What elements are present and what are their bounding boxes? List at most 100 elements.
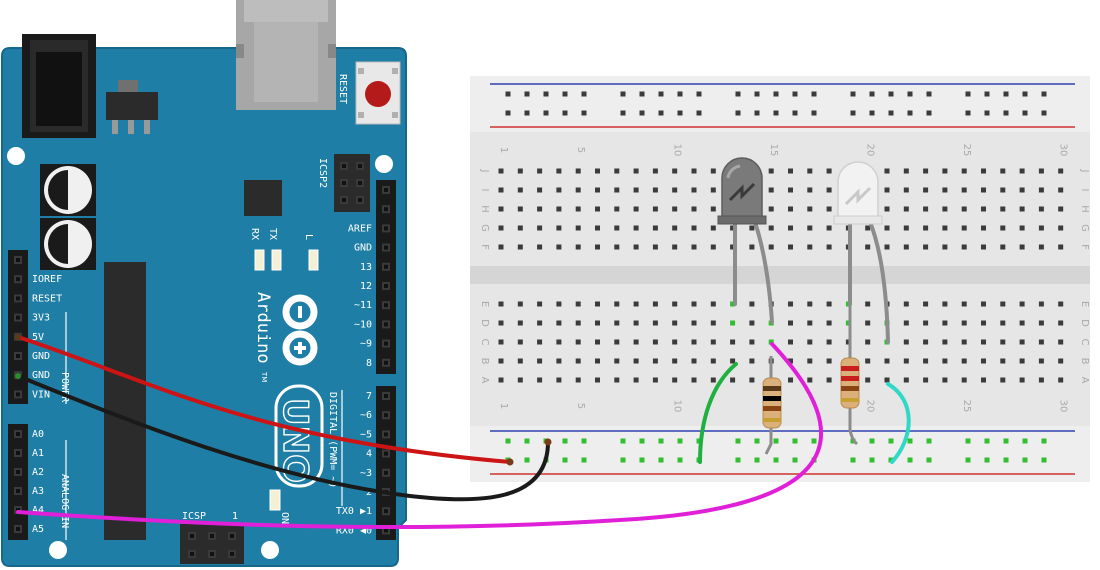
- breadboard-hole: [807, 206, 813, 212]
- breadboard-hole: [942, 339, 948, 345]
- breadboard-hole: [691, 187, 697, 193]
- breadboard-hole: [672, 339, 678, 345]
- breadboard-hole: [672, 377, 678, 383]
- breadboard-hole: [517, 358, 523, 364]
- breadboard-hole: [710, 225, 716, 231]
- rail-hole: [505, 91, 511, 97]
- rail-hole: [773, 110, 779, 116]
- mounting-hole: [261, 541, 279, 559]
- breadboard-hole: [981, 168, 986, 174]
- breadboard-hole: [942, 301, 948, 307]
- breadboard-hole: [1038, 244, 1044, 250]
- breadboard-hole: [903, 301, 909, 307]
- rail-hole: [639, 438, 645, 444]
- breadboard-hole: [788, 358, 793, 364]
- breadboard-hole: [826, 339, 832, 345]
- breadboard-hole: [807, 301, 813, 307]
- breadboard-hole: [903, 187, 909, 193]
- rail-hole: [1022, 91, 1028, 97]
- breadboard-hole: [826, 244, 832, 250]
- breadboard-hole: [672, 187, 678, 193]
- digital-pin-label: 13: [360, 262, 372, 273]
- breadboard-hole: [633, 377, 639, 383]
- breadboard-hole: [865, 377, 871, 383]
- breadboard-hole: [575, 187, 581, 193]
- rail-hole: [1003, 438, 1009, 444]
- breadboard-hole: [788, 225, 793, 231]
- digital-pin-label: 8: [366, 358, 372, 369]
- dc-power-jack: [22, 34, 96, 138]
- rail-hole: [907, 438, 913, 444]
- breadboard-hole: [633, 168, 639, 174]
- rail-hole: [696, 91, 702, 97]
- rail-hole: [620, 110, 626, 116]
- digital-pin-label: ~9: [360, 339, 372, 350]
- rail-hole: [926, 457, 932, 463]
- row-label: G: [479, 224, 490, 232]
- power-pin-socket: [16, 296, 20, 301]
- breadboard-hole: [633, 225, 639, 231]
- rail-hole: [639, 110, 645, 116]
- breadboard-hole: [884, 206, 890, 212]
- breadboard-hole: [981, 339, 986, 345]
- breadboard-hole: [633, 206, 639, 212]
- digital-pin-label: ~6: [360, 410, 372, 421]
- breadboard-hole: [942, 168, 948, 174]
- breadboard-hole: [691, 301, 697, 307]
- breadboard-hole: [788, 301, 793, 307]
- icsp-pin1-label: 1: [232, 511, 238, 522]
- breadboard-hole: [1038, 187, 1044, 193]
- rail-hole: [1022, 438, 1028, 444]
- digital-header-label: DIGITAL (PWM= ~): [327, 392, 338, 488]
- breadboard-hole: [1058, 244, 1064, 250]
- power-pin-label: GND: [32, 351, 50, 362]
- breadboard-hole: [730, 358, 736, 364]
- breadboard-hole: [1019, 225, 1025, 231]
- breadboard-hole: [749, 358, 755, 364]
- voltage-regulator: [106, 80, 158, 134]
- breadboard-hole: [788, 339, 793, 345]
- rail-hole: [1041, 438, 1047, 444]
- breadboard-hole: [537, 225, 543, 231]
- breadboard-hole: [961, 244, 967, 250]
- breadboard-labels: JJIIHHGGFFEEDDCCBBAA11551010151520202525…: [479, 144, 1090, 413]
- rail-hole: [524, 91, 530, 97]
- top-rail-area: [470, 76, 1090, 132]
- board-pcb: [1, 47, 407, 567]
- wire-end: [506, 458, 514, 466]
- grey-led: [717, 157, 767, 225]
- breadboard-hole: [498, 358, 504, 364]
- reset-button[interactable]: [355, 61, 401, 125]
- rail-hole: [581, 110, 587, 116]
- rail-hole: [620, 438, 626, 444]
- digital-pin-socket: [384, 432, 388, 437]
- breadboard-hole: [614, 206, 620, 212]
- breadboard-hole: [1038, 377, 1044, 383]
- mounting-hole: [7, 147, 25, 165]
- breadboard-hole: [981, 320, 986, 326]
- breadboard-hole: [652, 206, 658, 212]
- row-label: J: [1079, 169, 1090, 173]
- rail-hole: [639, 91, 645, 97]
- rail-hole: [965, 110, 971, 116]
- icsp-label: ICSP: [182, 511, 206, 522]
- breadboard-hole: [652, 225, 658, 231]
- breadboard-hole: [498, 187, 504, 193]
- digital-pin-socket: [384, 451, 388, 456]
- breadboard-hole: [633, 301, 639, 307]
- digital-pin-label: ~3: [360, 468, 372, 479]
- breadboard-hole: [691, 358, 697, 364]
- digital-pin-socket: [384, 509, 388, 514]
- row-label: A: [479, 377, 490, 384]
- digital-pin-socket: [384, 303, 388, 308]
- power-header-label: POWER: [59, 372, 70, 403]
- breadboard-hole: [556, 358, 562, 364]
- breadboard-hole: [826, 301, 832, 307]
- breadboard-hole: [672, 225, 678, 231]
- breadboard-hole: [903, 244, 909, 250]
- icsp-pin-socket: [190, 552, 194, 556]
- breadboard-hole: [614, 168, 620, 174]
- rail-hole: [524, 110, 530, 116]
- breadboard-hole: [845, 339, 851, 345]
- analog-pin-label: A4: [32, 505, 44, 516]
